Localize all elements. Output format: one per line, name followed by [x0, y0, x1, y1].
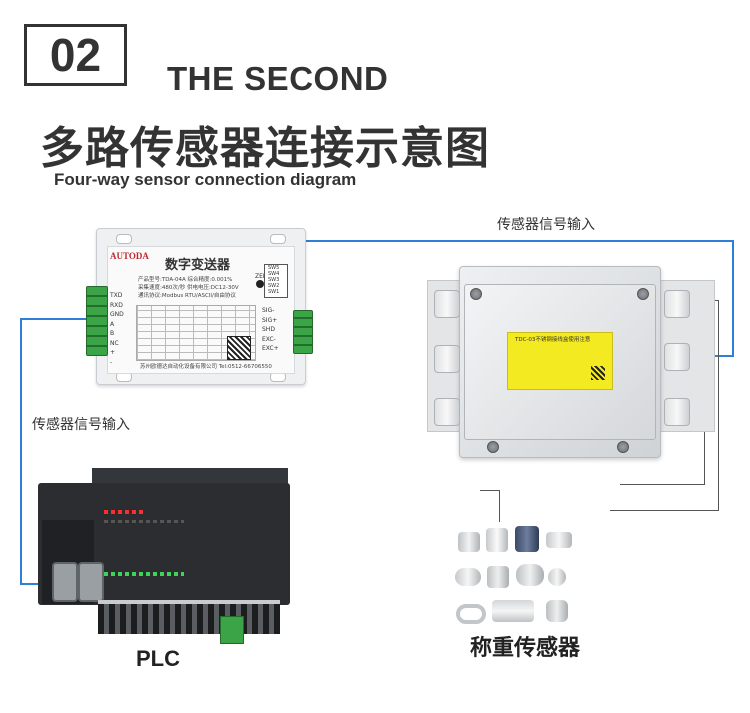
- plc-serial-port-icon: [78, 562, 104, 602]
- terminal-label: +: [110, 349, 116, 356]
- subtitle: Four-way sensor connection diagram: [54, 170, 357, 189]
- terminal-label: TXD: [110, 292, 123, 299]
- terminal-label: EXC-: [262, 335, 276, 343]
- cable-gland-icon: [664, 398, 690, 426]
- switch-label: SW5: [268, 265, 280, 271]
- transmitter-right-terminal-labels: SIG- SIG+ SHD EXC- EXC+: [262, 306, 279, 354]
- plc-serial-port-icon: [52, 562, 78, 602]
- transmitter-zero-button: [256, 280, 264, 288]
- transmitter-footer: 苏州欧德达自动化设备有限公司 Tel:0512-66706550: [140, 364, 272, 370]
- connector-line-top-horizontal: [303, 240, 734, 242]
- terminal-label: -: [110, 358, 113, 366]
- switch-label: SW2: [268, 283, 280, 289]
- plc-led-strip: [104, 520, 184, 523]
- weighing-sensor-label: 称重传感器: [470, 636, 581, 661]
- plc-green-leds: [104, 572, 184, 576]
- transmitter-hole-left: [116, 234, 132, 244]
- terminal-label: SIG-: [262, 307, 275, 314]
- terminal-label: B: [110, 330, 115, 337]
- transmitter-left-terminal-block: [86, 286, 108, 356]
- chinese-title: 多路传感器连接示意图: [40, 123, 490, 174]
- load-cell-icon: [546, 600, 568, 622]
- transmitter-zero-label: ZERO: [255, 273, 272, 280]
- cable-gland-icon: [664, 343, 690, 371]
- transmitter-spec-3: 通讯协议:Modbus RTU/ASCII/自由协议: [138, 293, 236, 299]
- load-cell-icon: [456, 604, 486, 624]
- cable-gland-icon: [664, 290, 690, 318]
- junction-box-warning-label: [507, 332, 613, 390]
- cable-gland-icon: [434, 290, 460, 318]
- transmitter-hole-right: [270, 234, 286, 244]
- switch-label: SW4: [268, 271, 280, 277]
- transmitter-left-terminal-labels: TXD RXD GND A B NC + -: [110, 291, 124, 367]
- transmitter-right-terminal-block: [293, 310, 313, 354]
- transmitter-name: 数字变送器: [165, 258, 231, 273]
- transmitter-qr-code: [227, 336, 251, 360]
- screw-icon: [637, 288, 649, 300]
- transmitter-switch-block: SW5 SW4 SW3 SW2 SW1: [264, 264, 288, 298]
- sensor-wire-3: [480, 490, 500, 491]
- junction-box-label-title: TDC-03不锈钢接线盒使用注意: [515, 337, 591, 343]
- screw-icon: [487, 441, 499, 453]
- transmitter-spec-2: 采集速度:480次/秒 供电电压:DC12-30V: [138, 285, 239, 291]
- plc-power-plug: [220, 616, 244, 644]
- load-cell-icon: [515, 526, 539, 552]
- transmitter-spec-1: 产品型号:TDA-04A 综合精度:0.001%: [138, 277, 233, 283]
- section-number-box: 02: [24, 24, 127, 86]
- load-cell-icon: [516, 564, 544, 586]
- load-cell-icon: [548, 568, 566, 586]
- load-cell-icon: [546, 532, 572, 548]
- terminal-label: NC: [110, 339, 119, 347]
- terminal-label: SHD: [262, 326, 275, 333]
- plc-red-leds: [104, 510, 144, 514]
- load-cell-icon: [487, 566, 509, 588]
- screw-icon: [617, 441, 629, 453]
- section-number: 02: [49, 29, 102, 81]
- connector-line-plc-stub: [20, 583, 54, 585]
- terminal-label: GND: [110, 311, 124, 318]
- terminal-label: SIG+: [262, 316, 278, 324]
- load-cell-icon: [455, 568, 481, 586]
- load-cell-icon: [486, 528, 508, 552]
- load-cell-icon: [492, 600, 534, 622]
- plc-terminal-strip: [98, 600, 280, 634]
- sensor-wire-2-h: [620, 484, 705, 485]
- terminal-label: A: [110, 320, 115, 328]
- connector-line-left-vertical: [20, 318, 22, 584]
- connector-line-right-vertical: [732, 240, 734, 356]
- cable-gland-icon: [434, 398, 460, 426]
- terminal-label: EXC+: [262, 345, 279, 352]
- plc-label: PLC: [136, 646, 180, 671]
- sensor-wire-1-h: [610, 510, 719, 511]
- sensor-input-label-left: 传感器信号输入: [32, 417, 130, 433]
- cable-gland-icon: [434, 345, 460, 373]
- load-cell-icon: [458, 532, 480, 552]
- screw-icon: [470, 288, 482, 300]
- sensor-wire-2-v: [704, 410, 705, 484]
- transmitter-brand: AUTODA: [110, 251, 149, 261]
- sensor-wire-3-v: [499, 490, 500, 522]
- switch-label: SW3: [268, 277, 280, 283]
- junction-box-qr-code: [591, 366, 605, 380]
- english-title: THE SECOND: [167, 60, 389, 97]
- sensor-input-label-top: 传感器信号输入: [497, 217, 595, 233]
- connector-line-left-horizontal: [20, 318, 90, 320]
- sensor-wire-1-v: [718, 300, 719, 510]
- switch-label: SW1: [268, 289, 280, 295]
- terminal-label: RXD: [110, 301, 123, 309]
